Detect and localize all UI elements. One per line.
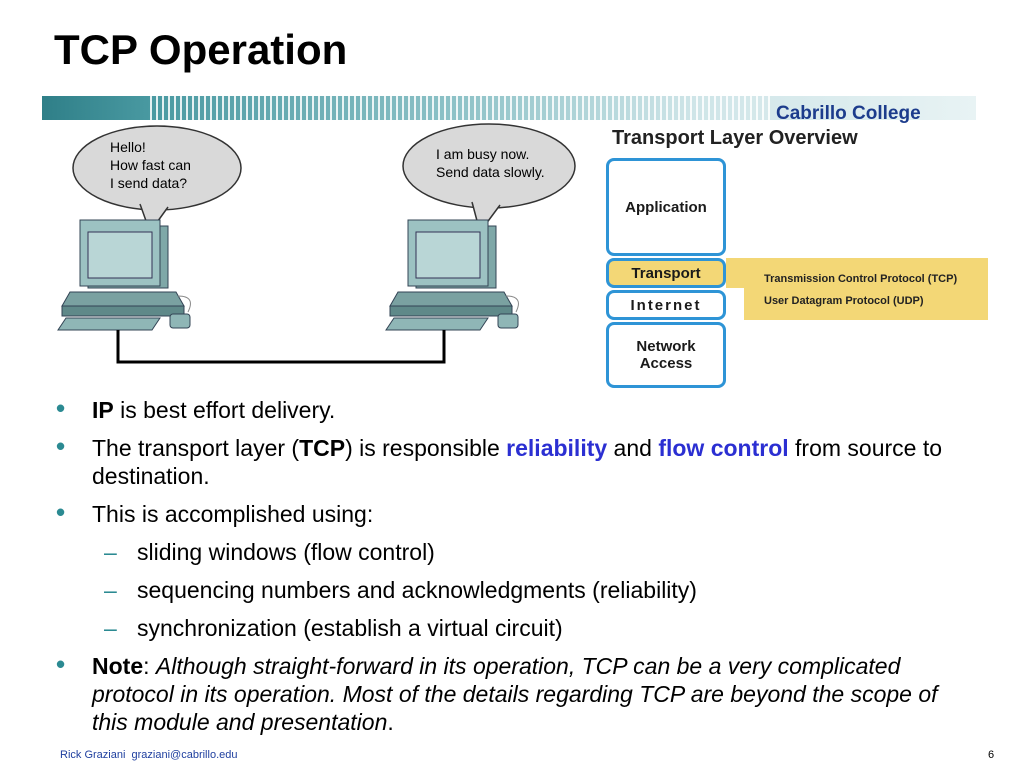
bullet-text: ) is responsible: [345, 435, 507, 461]
dash-icon: –: [104, 577, 117, 603]
bullet-dot-icon: •: [56, 393, 66, 423]
slide-title: TCP Operation: [54, 26, 348, 73]
bullet-bold: TCP: [299, 435, 346, 461]
page-number: 6: [988, 749, 995, 761]
left-bubble-line: How fast can: [110, 157, 191, 173]
bullet-item: • The transport layer (TCP) is responsib…: [48, 431, 978, 490]
right-bubble-line: I am busy now.: [436, 146, 530, 162]
right-bubble-text: I am busy now. Send data slowly.: [436, 145, 545, 181]
protocol-tcp: Transmission Control Protocol (TCP): [764, 273, 958, 285]
left-computer-icon: [57, 219, 191, 331]
bullet-italic: Although straight-forward in its operati…: [92, 653, 938, 735]
bullet-dot-icon: •: [56, 497, 66, 527]
bullet-bold: IP: [92, 397, 114, 423]
layer-network-access-line: Network: [636, 338, 696, 355]
left-bubble-line: I send data?: [110, 175, 188, 191]
sub-bullet-text: synchronization (establish a virtual cir…: [137, 615, 563, 641]
bullet-text: .: [387, 709, 394, 735]
sub-bullet-item: – synchronization (establish a virtual c…: [48, 614, 978, 642]
sub-bullet-item: – sliding windows (flow control): [48, 538, 978, 566]
dash-icon: –: [104, 615, 117, 641]
right-speech-bubble: [402, 123, 576, 234]
highlight-reliability: reliability: [506, 435, 608, 461]
overview-title: Transport Layer Overview: [612, 127, 858, 149]
footer-credit: Rick Graziani graziani@cabrillo.edu: [60, 749, 237, 761]
footer-author: Rick Graziani: [60, 749, 126, 761]
header-stripe-bars: [150, 96, 770, 120]
bullet-text: :: [143, 653, 156, 679]
sub-bullet-item: – sequencing numbers and acknowledgments…: [48, 576, 978, 604]
protocol-list: Transmission Control Protocol (TCP) User…: [744, 258, 988, 320]
sub-bullet-text: sequencing numbers and acknowledgments (…: [137, 577, 697, 603]
footer-email: graziani@cabrillo.edu: [131, 749, 238, 761]
bullet-dot-icon: •: [56, 431, 66, 461]
bullet-text: and: [607, 435, 659, 461]
bullet-item: • IP is best effort delivery.: [48, 393, 978, 424]
sub-bullet-text: sliding windows (flow control): [137, 539, 435, 565]
bullet-text: is best effort delivery.: [113, 397, 336, 423]
network-cable: [116, 330, 446, 364]
left-bubble-text: Hello! How fast can I send data?: [110, 138, 191, 192]
highlight-flow-control: flow control: [658, 435, 789, 461]
right-computer-icon: [385, 219, 519, 331]
left-speech-bubble: [72, 125, 242, 234]
layer-internet: Internet: [606, 290, 726, 320]
bullet-text: The transport layer (: [92, 435, 300, 461]
bullet-text: This is accomplished using:: [92, 501, 374, 527]
bullet-dot-icon: •: [56, 649, 66, 679]
layer-application: Application: [606, 158, 726, 256]
left-bubble-line: Hello!: [110, 139, 146, 155]
bullet-text: from source to destination.: [92, 435, 943, 489]
right-bubble-line: Send data slowly.: [436, 164, 545, 180]
bullet-item: • Note: Although straight-forward in its…: [48, 649, 978, 736]
layer-transport: Transport: [606, 258, 726, 288]
bullet-list: • IP is best effort delivery. • The tran…: [48, 393, 978, 746]
protocol-udp: User Datagram Protocol (UDP): [764, 295, 924, 307]
bullet-item: • This is accomplished using:: [48, 497, 978, 528]
layer-network-access-line: Access: [639, 355, 693, 372]
brand-name: Cabrillo College: [776, 103, 921, 124]
layer-network-access: Network Access: [606, 322, 726, 388]
bullet-bold: Note: [92, 653, 144, 679]
dash-icon: –: [104, 539, 117, 565]
protocol-connector: [726, 258, 744, 288]
